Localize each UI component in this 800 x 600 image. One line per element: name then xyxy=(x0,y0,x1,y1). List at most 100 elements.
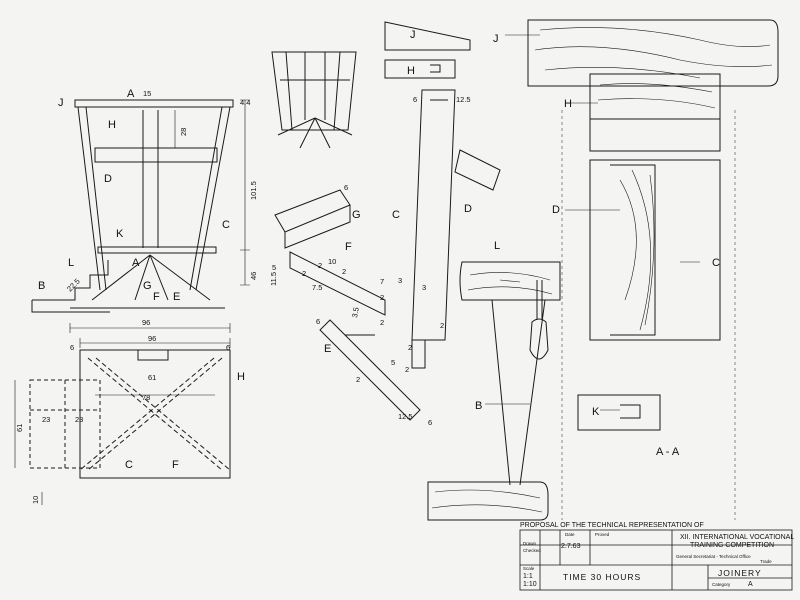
rail-tenon-profile-h xyxy=(384,59,456,79)
competition-line-2: TRAINING COMPETITION xyxy=(690,542,774,549)
title-block-grid xyxy=(520,530,792,590)
trade-value: JOINERY xyxy=(718,568,762,578)
upright-c-tenon xyxy=(411,339,426,369)
plan-dim-6-right: 6 xyxy=(226,343,230,352)
competition-line-1: XII. INTERNATIONAL VOCATIONAL xyxy=(680,534,794,541)
cross-horizontal-outline xyxy=(94,147,218,163)
section-label-j: J xyxy=(493,33,499,45)
section-label-k: K xyxy=(592,406,600,418)
exploded-dim-8: 7 xyxy=(380,277,384,286)
proved-label: Proved xyxy=(595,532,610,537)
plan-dimension-lines xyxy=(14,338,231,505)
section-rail-h xyxy=(589,73,721,120)
left-leg-outline xyxy=(77,106,107,291)
plan-dim-23-a: 23 xyxy=(42,415,50,424)
exploded-dim-5: 2 xyxy=(302,269,306,278)
sketch-frame xyxy=(271,51,357,131)
sketch-feet xyxy=(277,117,353,149)
plan-label-h: H xyxy=(237,371,245,383)
exploded-dim-14: 2 xyxy=(440,321,444,330)
exploded-label-c: C xyxy=(392,209,400,221)
plan-diagonal-rails xyxy=(87,357,223,471)
front-dim-22-5: 22.5 xyxy=(65,277,82,294)
exploded-dim-23: 6 xyxy=(428,418,432,427)
height-dimension-line xyxy=(240,99,250,286)
exploded-dim-18: 3.5 xyxy=(350,307,361,319)
plan-diagonal-rails-edge xyxy=(79,357,231,471)
exploded-dim-6: 2 xyxy=(318,261,322,270)
section-label-c: C xyxy=(712,257,720,269)
exploded-dim-20: 2 xyxy=(356,375,360,384)
front-label-d: D xyxy=(104,173,112,185)
exploded-dim-13: 3 xyxy=(422,283,426,292)
exploded-dim-12: 3 xyxy=(398,276,402,285)
front-label-a-top: A xyxy=(127,88,135,100)
checked-label: Checked xyxy=(523,548,541,553)
exploded-dim-21: 5 xyxy=(391,358,395,367)
time-text: TIME 30 HOURS xyxy=(563,572,641,582)
drawn-label: Drawn xyxy=(523,541,537,546)
title-block-frame xyxy=(519,529,793,591)
plan-dim-96: 96 xyxy=(148,334,156,343)
right-leg-outline xyxy=(189,106,231,291)
chisel-drawing xyxy=(529,280,549,360)
exploded-label-e: E xyxy=(324,343,331,355)
exploded-dim-0: 6 xyxy=(413,95,417,104)
plan-step-divider xyxy=(30,380,100,468)
cross-vertical-outline xyxy=(142,110,159,248)
plan-view xyxy=(14,338,231,505)
section-top-board-j xyxy=(527,19,779,87)
exploded-dim-9: 7.5 xyxy=(312,283,322,292)
plan-dim-61-top: 61 xyxy=(148,373,156,382)
section-upright-h-lower xyxy=(589,118,721,152)
front-dim-101-5: 101.5 xyxy=(249,181,258,200)
front-label-k: K xyxy=(116,228,124,240)
top-rail-profile-j xyxy=(384,21,471,51)
exploded-label-d: D xyxy=(464,203,472,215)
exploded-label-g: G xyxy=(352,209,361,221)
plan-dim-78: 78 xyxy=(142,393,150,402)
section-bottom-board-grain xyxy=(431,489,543,513)
section-mark-a-a: A - A xyxy=(656,446,680,458)
title-block-text: PROPOSAL OF THE TECHNICAL REPRESENTATION… xyxy=(520,522,794,588)
category-label: Category xyxy=(712,582,731,587)
front-dim-46: 46 xyxy=(249,272,258,280)
front-label-j: J xyxy=(58,97,64,109)
section-label-h: H xyxy=(564,98,572,110)
office-text: General Secretariat - Technical Office xyxy=(676,554,751,559)
plan-top-outline xyxy=(79,349,231,479)
front-dim-15: 15 xyxy=(143,89,151,98)
front-label-b: B xyxy=(38,280,45,292)
exploded-view xyxy=(274,21,501,421)
exploded-dim-16: 2 xyxy=(380,318,384,327)
section-panel-d xyxy=(589,159,721,341)
scale-label: Scale xyxy=(523,566,535,571)
front-label-c: C xyxy=(222,219,230,231)
section-rail-h-grain xyxy=(597,83,716,109)
front-label-f: F xyxy=(153,291,160,303)
section-rail-k xyxy=(577,394,661,431)
plan-dim-6-left: 6 xyxy=(70,343,74,352)
date-label: Date xyxy=(565,532,575,537)
top-board-outline xyxy=(74,99,234,108)
exploded-dim-1: 12.5 xyxy=(456,95,471,104)
exploded-dim-22: 12.5 xyxy=(398,412,413,421)
brace-e xyxy=(319,319,421,421)
scale-value-2: 1:10 xyxy=(523,581,537,588)
scale-value-1: 1:1 xyxy=(523,573,533,580)
exploded-view-text: J H C D G F E 6 12.5 6 11.5 5 2 2 10 7 7… xyxy=(269,29,472,427)
section-step-l-grain xyxy=(467,272,553,295)
proposal-text: PROPOSAL OF THE TECHNICAL REPRESENTATION… xyxy=(520,522,704,529)
date-value: 2.7.63 xyxy=(561,543,581,550)
section-view xyxy=(427,19,779,521)
exploded-dim-19: 2 xyxy=(405,365,409,374)
front-view xyxy=(31,99,250,333)
exploded-dim-10: 2 xyxy=(342,267,346,276)
plan-label-f: F xyxy=(172,459,179,471)
exploded-dim-7: 10 xyxy=(328,257,336,266)
section-dashed-verticals xyxy=(561,110,736,520)
section-view-text: J H D C L B K A - A xyxy=(475,33,720,458)
exploded-dim-15: 6 xyxy=(316,317,320,326)
section-leader-lines xyxy=(485,34,700,411)
